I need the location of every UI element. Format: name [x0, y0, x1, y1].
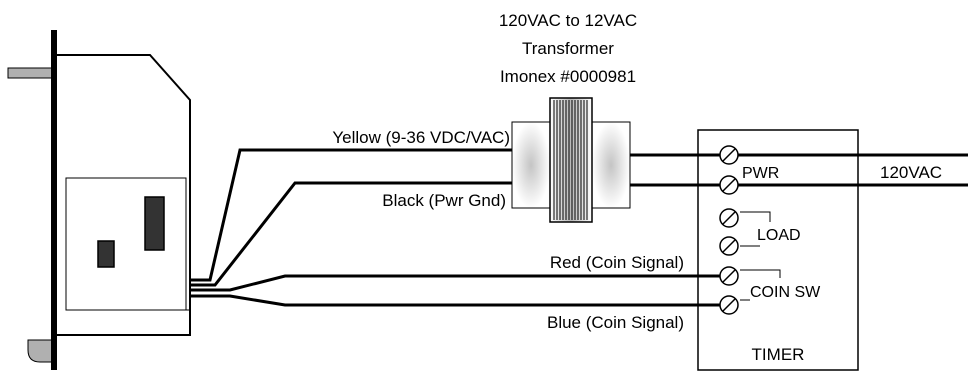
pwr-label: PWR: [742, 165, 779, 182]
coin-sw-label: COIN SW: [750, 284, 821, 301]
screw-terminal-icon: [719, 145, 739, 315]
terminal-brackets: [740, 211, 781, 301]
red-wire: [190, 274, 720, 292]
blue-wire: [190, 294, 720, 307]
transformer-icon: [511, 97, 631, 223]
black-wire: [190, 181, 512, 287]
blue-wire-label: Blue (Coin Signal): [547, 313, 684, 332]
yellow-wire-label: Yellow (9-36 VDC/VAC): [332, 128, 510, 147]
yellow-wire: [190, 148, 512, 282]
black-wire-label: Black (Pwr Gnd): [382, 191, 506, 210]
red-wire-label: Red (Coin Signal): [550, 253, 684, 272]
timer-box: [697, 129, 859, 371]
load-label: LOAD: [757, 227, 801, 244]
timer-title: TIMER: [752, 345, 805, 364]
coin-mechanism-icon: [7, 30, 191, 370]
wires: [190, 148, 968, 307]
mains-label: 120VAC: [880, 163, 942, 182]
transformer-label-line1: 120VAC to 12VAC: [499, 11, 637, 30]
transformer-label-line2: Transformer: [522, 39, 614, 58]
transformer-label-line3: Imonex #0000981: [500, 67, 636, 86]
